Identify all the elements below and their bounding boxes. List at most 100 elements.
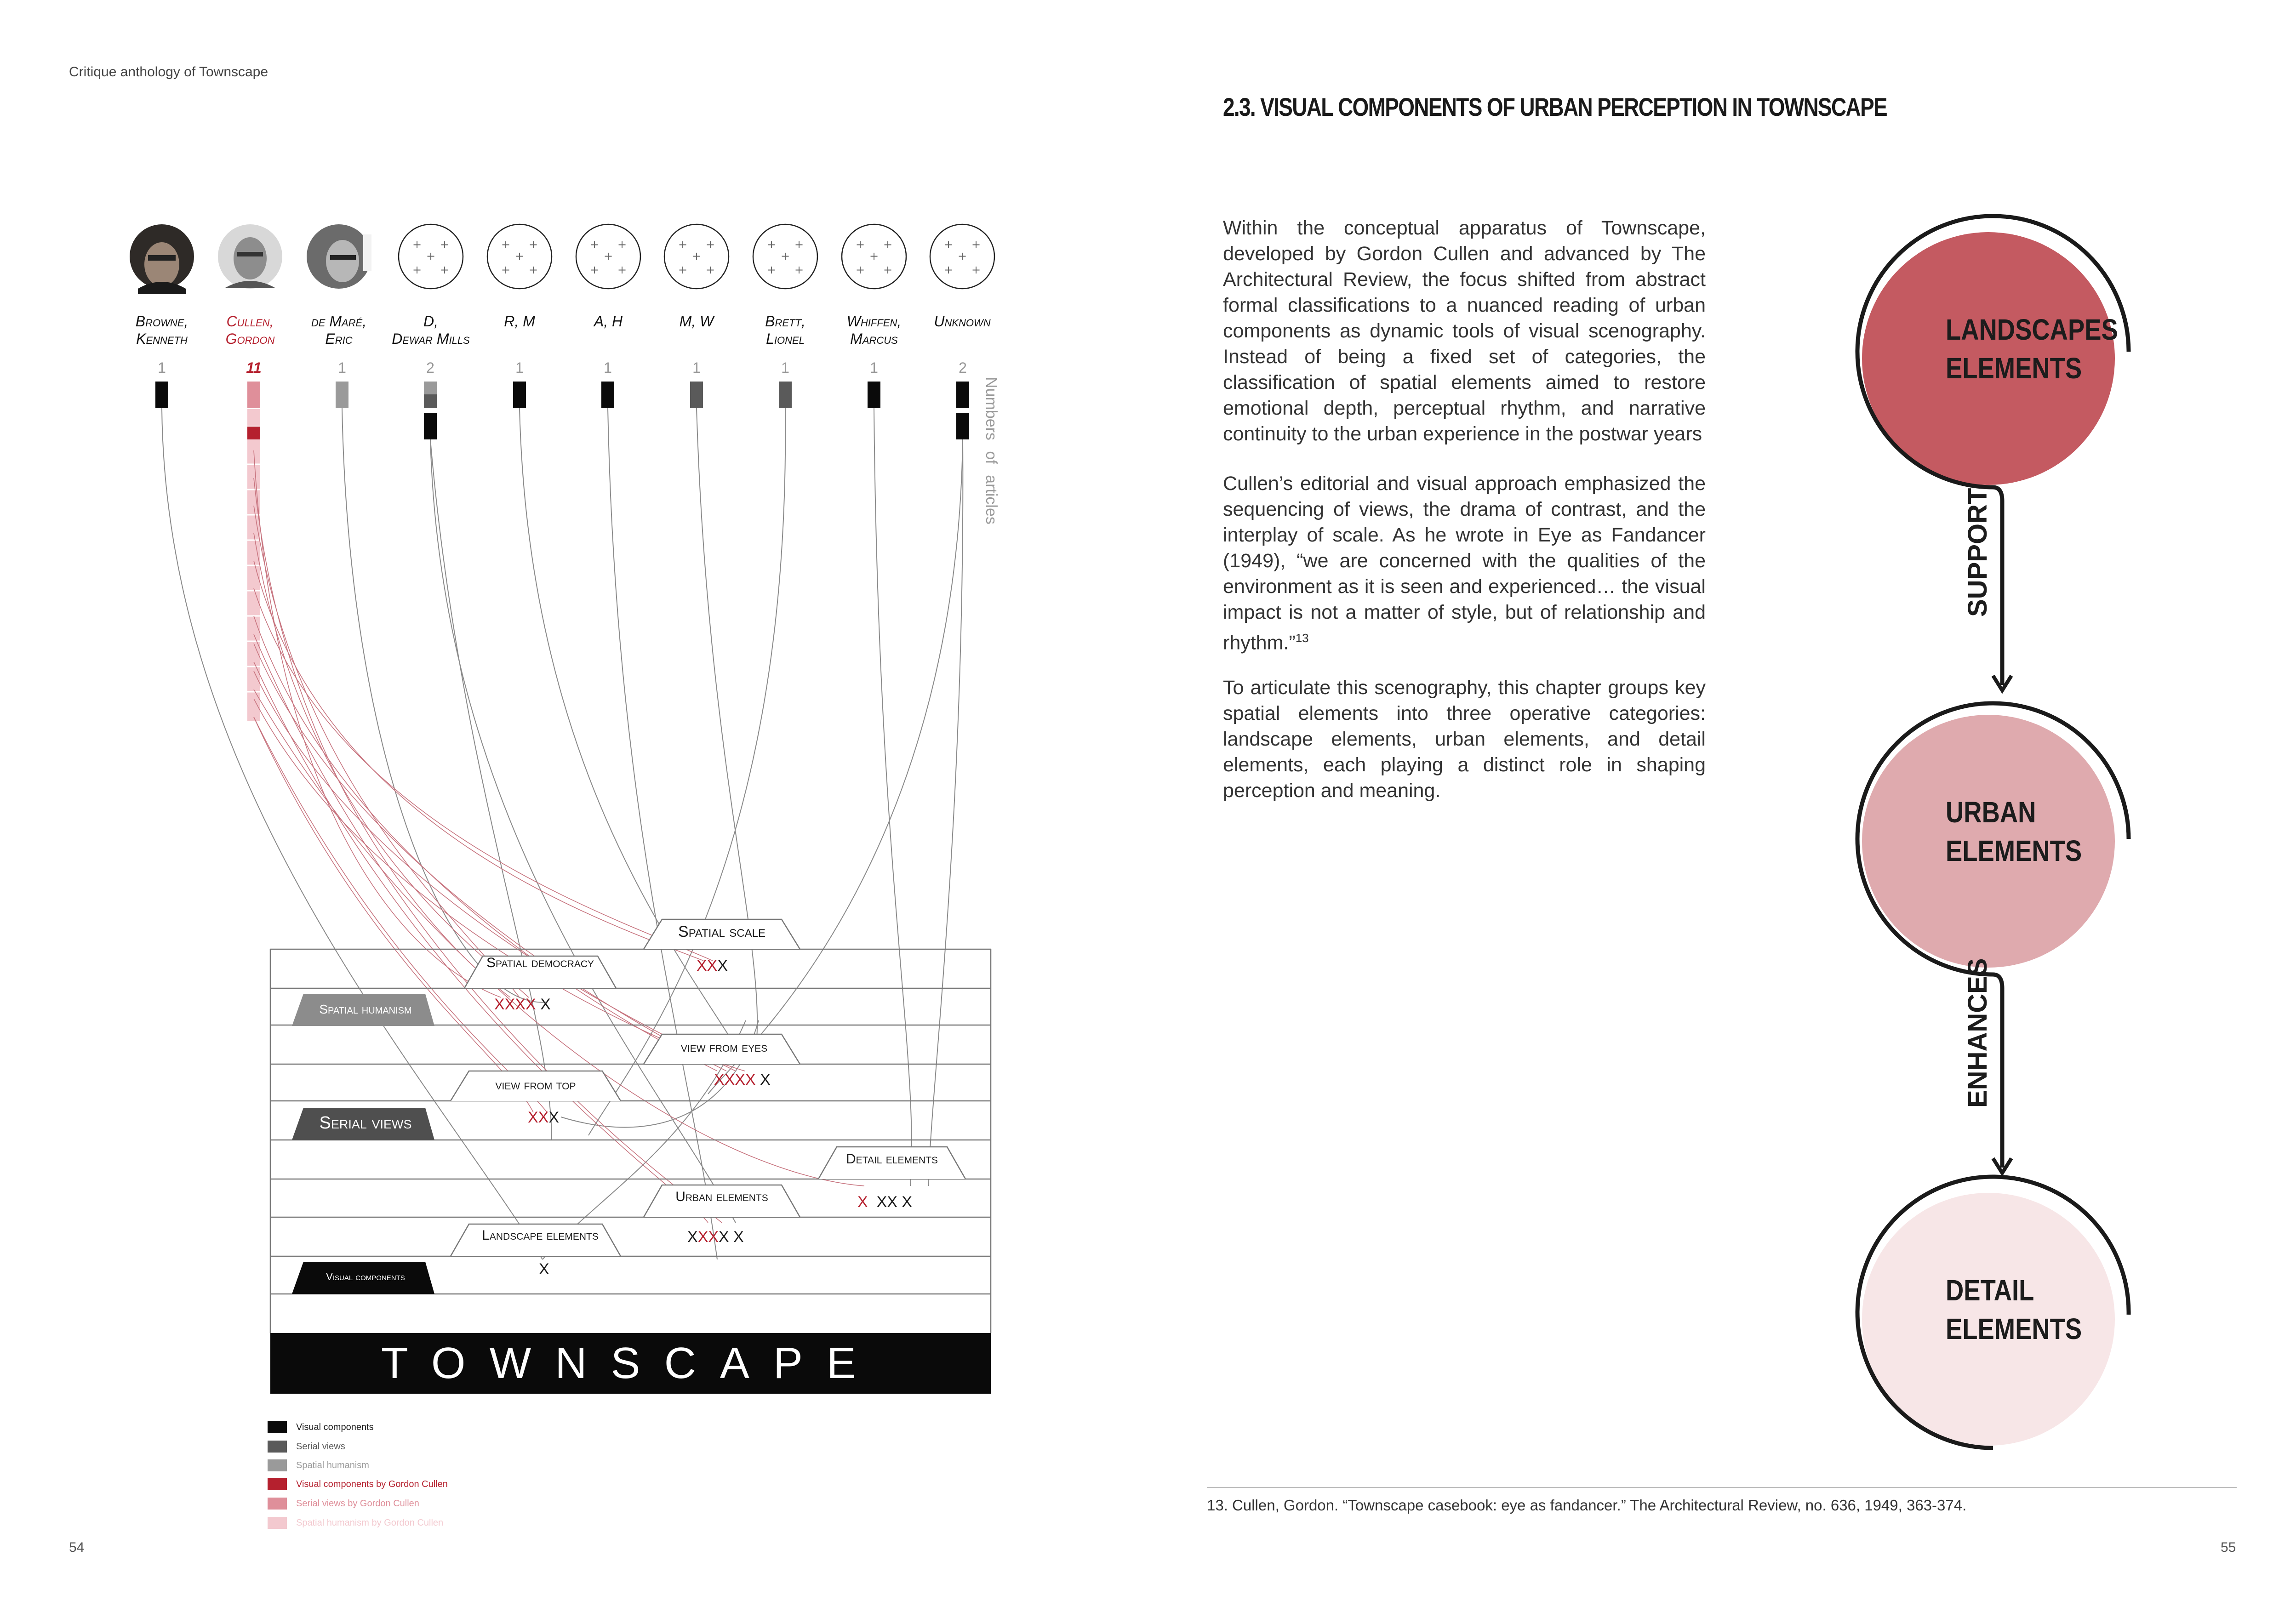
- legend-swatch: [268, 1459, 287, 1471]
- marks-urban-elements: XXXX X: [687, 1228, 744, 1246]
- author-name: D,Dewar Mills: [392, 313, 470, 347]
- author-name-highlight: Cullen,Gordon: [225, 313, 275, 347]
- body-paragraph-2: Cullen’s editorial and visual approach e…: [1223, 473, 1706, 654]
- footnote-rule: [1207, 1487, 2237, 1488]
- relation-support: SUPPORT: [1963, 488, 1993, 617]
- numbers-axis-label: Numbers of articles: [982, 377, 1000, 524]
- connection-curves-red: [253, 450, 865, 1223]
- category-detail-elements: Detail elements: [846, 1151, 938, 1167]
- page-number-right: 55: [2221, 1540, 2236, 1555]
- author-name: Whiffen,Marcus: [846, 313, 902, 347]
- category-urban-elements: Urban elements: [675, 1189, 768, 1204]
- article-count: 1: [604, 359, 612, 376]
- flow-arrowheads: [1991, 674, 2013, 1177]
- author-name: A, H: [594, 313, 623, 330]
- marks-view-from-eyes: XXXX X: [714, 1071, 771, 1088]
- svg-text:+: +: [412, 263, 422, 276]
- svg-text:+: +: [529, 263, 538, 276]
- svg-text:+: +: [440, 238, 449, 251]
- page-number-left: 54: [69, 1540, 85, 1555]
- svg-text:+: +: [883, 263, 892, 276]
- svg-text:+: +: [856, 238, 865, 251]
- svg-text:+: +: [869, 250, 879, 262]
- dark-tabs: [292, 994, 434, 1294]
- author-name: Browne,Kenneth: [135, 313, 188, 347]
- article-count: 11: [246, 359, 262, 376]
- article-count: 2: [426, 359, 434, 376]
- svg-text:+: +: [794, 238, 804, 251]
- legend-swatch: [268, 1498, 287, 1510]
- relation-enhances: ENHANCES: [1963, 958, 1993, 1108]
- article-count: 1: [870, 359, 878, 376]
- marks-view-from-top: XXX: [528, 1109, 560, 1126]
- portrait-demare: [307, 224, 371, 289]
- svg-text:+: +: [944, 238, 953, 251]
- article-count: 1: [692, 359, 701, 376]
- svg-text:+: +: [767, 263, 776, 276]
- flow-diagram: [1855, 214, 2131, 1450]
- article-bars: [155, 382, 969, 721]
- svg-text:+: +: [678, 263, 687, 276]
- article-count: 2: [959, 359, 967, 376]
- marks-spatial-scale: XXX: [697, 957, 728, 974]
- legend-swatch: [268, 1441, 287, 1453]
- author-name: de Maré,Eric: [311, 313, 367, 347]
- category-view-from-top: view from top: [495, 1077, 576, 1093]
- svg-text:+: +: [883, 238, 892, 251]
- node-detail-circle: [1862, 1193, 2115, 1446]
- legend-swatch: [268, 1421, 287, 1433]
- running-head: Critique anthology of Townscape: [69, 64, 268, 80]
- placeholder-crosses: +++++ +++++ +++++ +++++ +++++ +++++ ++++…: [412, 238, 981, 276]
- svg-text:+: +: [692, 250, 701, 262]
- node-urban-circle: [1862, 715, 2115, 968]
- author-name: R, M: [504, 313, 535, 330]
- legend-swatch: [268, 1517, 287, 1529]
- tabs: [450, 918, 966, 1257]
- marks-landscape-elements: X: [539, 1260, 549, 1278]
- svg-text:+: +: [617, 238, 627, 251]
- svg-text:+: +: [412, 238, 422, 251]
- svg-text:+: +: [604, 250, 613, 262]
- author-name: Brett,Lionel: [765, 313, 805, 347]
- category-spatial-scale: Spatial scale: [678, 923, 765, 940]
- category-spatial-democracy: Spatial democracy: [486, 955, 594, 970]
- node-landscapes-circle: [1862, 232, 2115, 485]
- svg-text:+: +: [590, 263, 599, 276]
- connection-curves-grey: [161, 408, 964, 1260]
- category-view-from-eyes: view from eyes: [680, 1040, 768, 1055]
- author-name: M, W: [679, 313, 714, 330]
- svg-text:+: +: [706, 238, 715, 251]
- svg-text:+: +: [501, 238, 510, 251]
- footnote: 13. Cullen, Gordon. “Townscape casebook:…: [1207, 1497, 1967, 1514]
- category-spatial-humanism: Spatial humanism: [319, 1002, 412, 1016]
- svg-text:+: +: [706, 263, 715, 276]
- legend-swatch: [268, 1478, 287, 1490]
- portrait-cullen: [218, 224, 282, 289]
- townscape-banner: TOWNSCAPE: [270, 1333, 991, 1394]
- svg-text:+: +: [529, 238, 538, 251]
- footnote-ref: 13: [1295, 631, 1309, 645]
- category-serial-views: Serial views: [319, 1113, 412, 1133]
- svg-text:+: +: [515, 250, 524, 262]
- svg-text:+: +: [944, 263, 953, 276]
- svg-text:+: +: [958, 250, 967, 262]
- category-landscape-elements: Landscape elements: [482, 1228, 599, 1243]
- marks-spatial-democracy: XXXX X: [494, 996, 551, 1013]
- body-paragraph-1: Within the conceptual apparatus of Towns…: [1223, 217, 1706, 445]
- article-count: 1: [158, 359, 166, 376]
- article-count: 1: [781, 359, 789, 376]
- svg-text:+: +: [501, 263, 510, 276]
- svg-text:+: +: [971, 263, 981, 276]
- section-title: 2.3. VISUAL COMPONENTS OF URBAN PERCEPTI…: [1223, 92, 1888, 121]
- portrait-browne: [130, 224, 194, 294]
- svg-text:+: +: [678, 238, 687, 251]
- author-name: Unknown: [934, 313, 991, 330]
- diagram-svg: +++++ +++++ +++++ +++++ +++++ +++++ ++++…: [130, 223, 995, 1333]
- article-count: 1: [515, 359, 524, 376]
- svg-text:+: +: [590, 238, 599, 251]
- svg-text:+: +: [617, 263, 627, 276]
- svg-text:+: +: [767, 238, 776, 251]
